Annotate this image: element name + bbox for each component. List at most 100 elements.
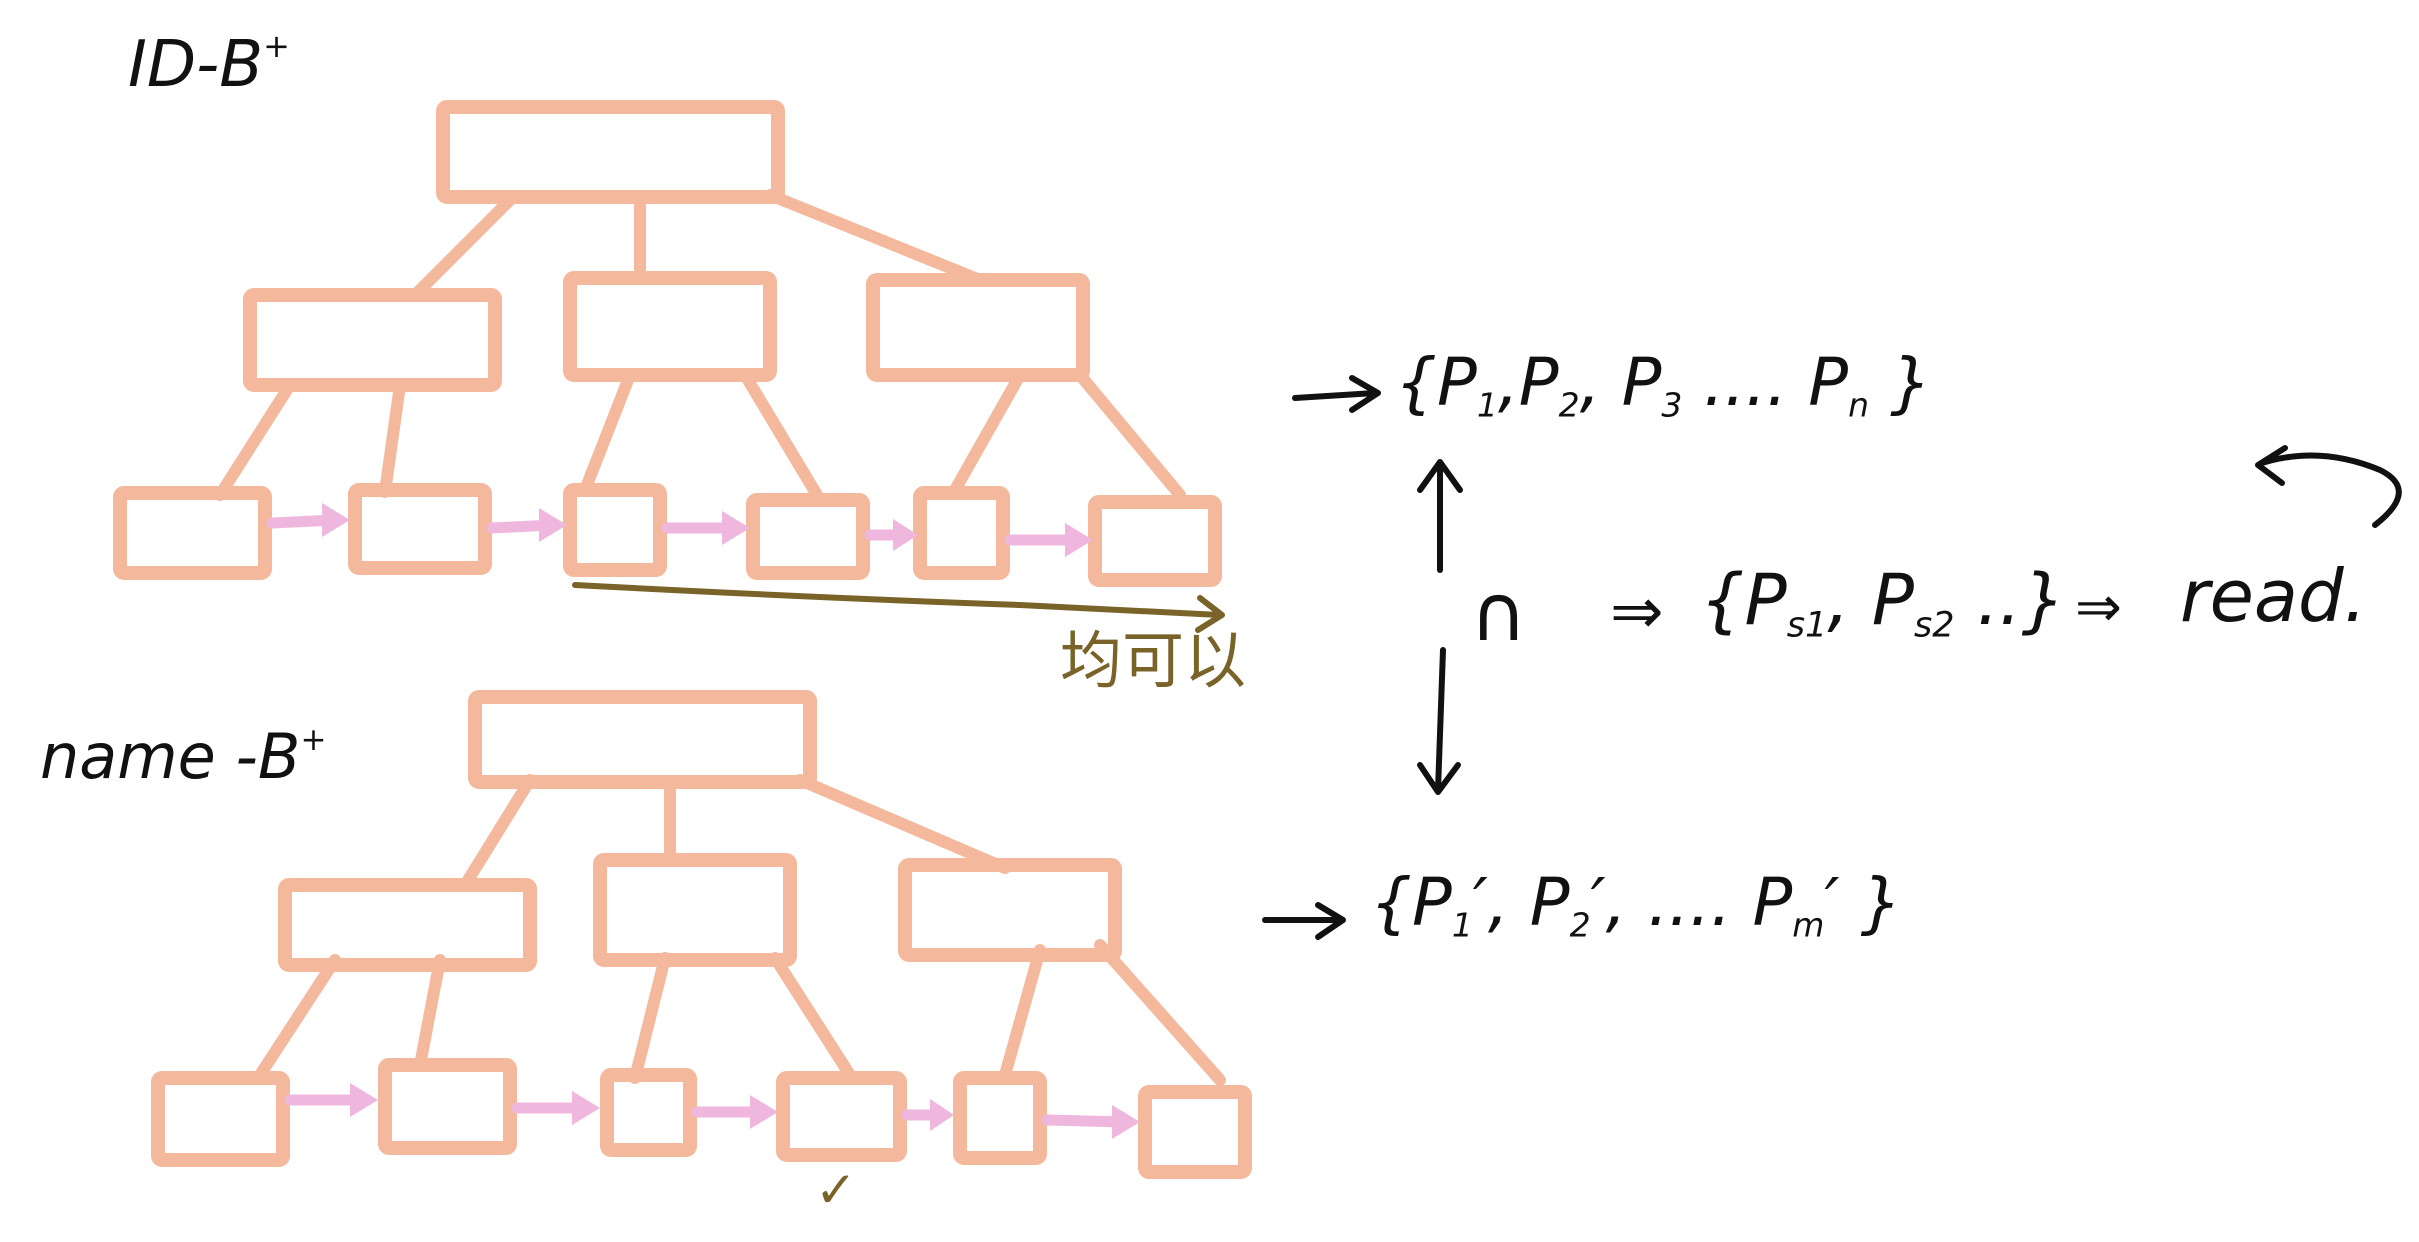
set-prime: ′ <box>1472 864 1488 941</box>
scan-note: 均可以 <box>1060 624 1247 697</box>
id-leaf-node-match <box>563 483 667 577</box>
intersection-result-set: {Ps1, Ps2 ..} <box>1700 559 2066 646</box>
name-edge <box>629 952 671 1084</box>
id-tree-label-sup: + <box>263 27 290 65</box>
name-leaf-node <box>600 1068 697 1157</box>
name-leaf-node <box>378 1058 517 1155</box>
leaf-link-arrowhead <box>322 503 350 537</box>
set-sub: m <box>1792 905 1825 945</box>
loop-back-arrowhead <box>2255 445 2288 486</box>
name-tree-label-sup: + <box>300 722 327 758</box>
set-brace-close: } <box>2021 559 2066 641</box>
set-p: P <box>1752 864 1793 941</box>
name-internal-node <box>898 858 1122 962</box>
set-dots: .. <box>1976 559 2022 641</box>
id-internal-node <box>243 288 502 392</box>
leaf-link-arrowhead <box>572 1091 600 1125</box>
name-leaf-node <box>953 1071 1047 1165</box>
set-brace-open: { <box>1370 864 1412 941</box>
set-dots: .... <box>1703 344 1788 421</box>
set-brace-open: { <box>1700 559 1745 641</box>
set-brace-close: } <box>1890 344 1932 421</box>
set-sub: s2 <box>1914 605 1955 646</box>
leaf-link-arrowhead <box>722 511 750 545</box>
id-edge <box>764 189 981 284</box>
id-edge <box>579 369 636 496</box>
match-check-mark: ✓ <box>815 1161 857 1219</box>
name-edge <box>794 774 1011 874</box>
name-root-node <box>468 690 817 789</box>
id-leaf-node <box>348 483 492 575</box>
set-sub: s1 <box>1786 605 1828 646</box>
set-p: P <box>1808 344 1849 421</box>
id-leaf-node-match <box>746 493 870 580</box>
result-flow <box>1262 375 2402 940</box>
set-sub: 3 <box>1661 385 1683 425</box>
id-leaf-node-match <box>913 486 1010 580</box>
up-arrowhead <box>1417 459 1463 493</box>
name-leaf-node <box>1138 1085 1252 1179</box>
id-internal-node <box>563 271 777 382</box>
leaf-link-arrowhead <box>1065 523 1093 557</box>
name-internal-node <box>593 853 797 967</box>
set-sub: 2 <box>1569 905 1591 945</box>
set-sub: n <box>1848 385 1870 425</box>
id-edge <box>214 379 296 501</box>
name-edge <box>999 944 1046 1081</box>
name-leaf-links <box>284 1083 1140 1139</box>
set-p: P <box>1744 559 1787 641</box>
name-tree-label-text: name -B <box>40 719 301 793</box>
set-prime: ′ <box>1590 864 1606 941</box>
name-btree <box>151 690 1252 1179</box>
leaf-link-arrowhead <box>893 519 918 551</box>
name-leaf-node-match <box>776 1071 907 1162</box>
name-edge <box>1094 939 1226 1086</box>
down-arrowhead <box>1417 762 1461 795</box>
set-p: P <box>1437 344 1477 421</box>
id-result-set: {P1,P2, P3 .... Pn } <box>1395 344 1932 425</box>
set-p: P <box>1529 864 1570 941</box>
set-sub: 1 <box>1451 905 1473 945</box>
set-p: P <box>1412 864 1452 941</box>
name-edge <box>459 774 536 891</box>
read-label: read. <box>2180 554 2367 638</box>
set-brace-open: { <box>1395 344 1437 421</box>
implies-arrow-1: ⇒ <box>1610 575 1664 649</box>
intersect-operator: ∩ <box>1470 569 1528 659</box>
id-leaf-links <box>266 503 1093 557</box>
leaf-link-arrowhead <box>930 1099 954 1131</box>
leaf-link-arrowhead <box>350 1083 378 1117</box>
name-edge <box>769 952 856 1081</box>
name-result-set: {P1′, P2′, .... Pm′ } <box>1370 864 1903 945</box>
id-internal-node <box>866 273 1090 382</box>
id-edge <box>1074 369 1186 501</box>
name-edge <box>254 954 341 1081</box>
name-leaf-node <box>151 1071 290 1167</box>
set-p: P <box>1518 344 1559 421</box>
range-scan-arrowhead <box>1195 595 1225 633</box>
loop-back-arrow <box>2259 452 2402 528</box>
name-tree-label: name -B+ <box>40 725 326 788</box>
id-btree <box>113 100 1225 633</box>
leaf-link-arrowhead <box>750 1095 778 1129</box>
id-set-pointer-arrowhead <box>1349 375 1381 413</box>
set-p: P <box>1621 344 1662 421</box>
id-leaf-node-match <box>1088 495 1222 587</box>
name-edge <box>414 954 446 1071</box>
leaf-link-arrowhead <box>1112 1105 1140 1139</box>
id-tree-label-text: ID-B <box>128 27 264 102</box>
id-edge <box>409 194 516 301</box>
id-root-node <box>436 100 785 204</box>
implies-arrow-2: ⇒ <box>2075 575 2122 640</box>
set-brace-close: } <box>1860 864 1903 941</box>
set-sub: 2 <box>1558 385 1580 425</box>
set-dots: .... <box>1647 864 1732 941</box>
set-prime: ′ <box>1824 864 1840 941</box>
set-sub: 1 <box>1476 385 1498 425</box>
set-p: P <box>1871 559 1915 641</box>
id-edge <box>379 379 406 498</box>
id-set-pointer-arrow <box>1292 390 1378 401</box>
leaf-link-arrowhead <box>539 508 567 542</box>
